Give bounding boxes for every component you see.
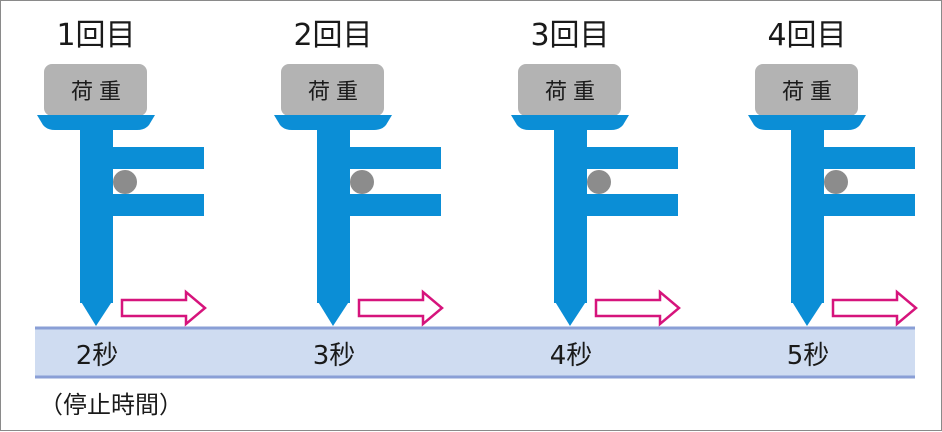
upper-arm (80, 147, 204, 169)
weight-block (44, 64, 147, 116)
probe-tip (554, 300, 587, 326)
lower-arm (80, 194, 204, 216)
round-3: 3回目 荷重 4秒 (511, 18, 681, 371)
surface-band (35, 328, 915, 377)
upper-arm (791, 147, 915, 169)
round-label: 1回目 (56, 18, 135, 53)
time-label: 3秒 (313, 341, 356, 371)
weight-block (518, 64, 621, 116)
holder-plate (511, 115, 629, 130)
load-label: 荷重 (782, 80, 838, 105)
lower-arm (554, 194, 678, 216)
load-label: 荷重 (545, 80, 601, 105)
round-label: 3回目 (530, 18, 609, 53)
right-arrow-icon (831, 289, 918, 327)
pivot-ball (587, 170, 611, 194)
time-label: 5秒 (787, 341, 830, 371)
probe-tip (80, 300, 113, 326)
load-label: 荷重 (71, 80, 127, 105)
pivot-ball (350, 170, 374, 194)
probe-tip (791, 300, 824, 326)
right-arrow-icon (120, 289, 207, 327)
holder-plate (274, 115, 392, 130)
lower-arm (791, 194, 915, 216)
round-4: 4回目 荷重 5秒 (748, 18, 918, 371)
probe-tip (317, 300, 350, 326)
upper-arm (554, 147, 678, 169)
right-arrow-icon (594, 289, 681, 327)
load-label: 荷重 (308, 80, 364, 105)
holder-plate (37, 115, 155, 130)
round-1: 1回目 荷重 2秒 (37, 18, 207, 371)
test-surface (35, 326, 915, 379)
weight-block (281, 64, 384, 116)
lower-arm (317, 194, 441, 216)
weight-block (755, 64, 858, 116)
round-label: 2回目 (293, 18, 372, 53)
stop-time-note: （停止時間） (39, 391, 183, 419)
time-label: 2秒 (76, 341, 119, 371)
round-2: 2回目 荷重 3秒 (274, 18, 444, 371)
pivot-ball (824, 170, 848, 194)
round-label: 4回目 (767, 18, 846, 53)
holder-plate (748, 115, 866, 130)
right-arrow-icon (357, 289, 444, 327)
upper-arm (317, 147, 441, 169)
time-label: 4秒 (550, 341, 593, 371)
pivot-ball (113, 170, 137, 194)
